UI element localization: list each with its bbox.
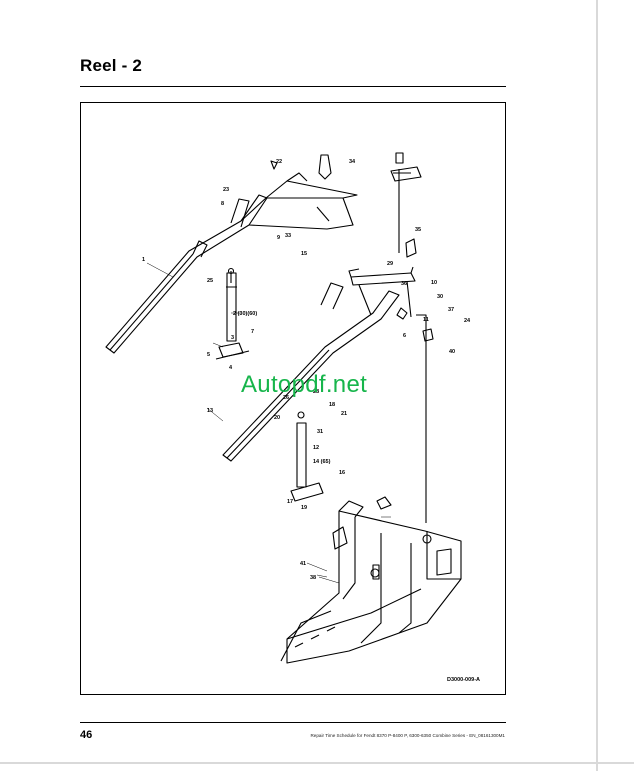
callout-label: 37 — [448, 307, 454, 313]
footer-rule — [80, 722, 506, 723]
callout-label: 33 — [285, 233, 291, 239]
callout-label: 24 — [464, 318, 471, 324]
callout-label: 8 — [221, 201, 224, 207]
callout-label: 20 — [274, 415, 280, 421]
page-edge — [596, 0, 598, 771]
callout-label: 12 — [313, 445, 319, 451]
diagram-frame: 1 2 (30)(60) 3 4 5 6 7 8 9 10 11 12 13 1… — [80, 102, 506, 695]
callout-label: 38 — [310, 575, 316, 581]
callout-label: 23 — [223, 187, 229, 193]
figure-code: D3000-009-A — [447, 677, 480, 683]
callout-label: 3 — [231, 335, 234, 341]
callout-label: 16 — [339, 470, 345, 476]
callout-label: 34 — [349, 159, 356, 165]
mounting-bracket — [390, 152, 434, 523]
upper-reel-arm — [105, 154, 358, 354]
callout-label: 19 — [301, 505, 307, 511]
page-number: 46 — [80, 729, 93, 741]
callout-label: 9 — [277, 235, 280, 241]
reel-exploded-diagram: 1 2 (30)(60) 3 4 5 6 7 8 9 10 11 12 13 1… — [105, 152, 480, 683]
callout-label: 30 — [437, 294, 443, 300]
callout-label: 29 — [387, 261, 393, 267]
callout-label: 5 — [207, 352, 210, 358]
callout-label: 36 — [401, 281, 407, 287]
header-rule — [80, 86, 506, 87]
callout-label: 18 — [329, 402, 335, 408]
callout-label: 6 — [403, 333, 406, 339]
page-title: Reel - 2 — [80, 56, 143, 75]
callout-label: 10 — [431, 280, 437, 286]
callout-label: 11 — [423, 317, 429, 323]
callout-label: 31 — [317, 429, 323, 435]
page-edge — [0, 762, 634, 764]
callout-label: 17 — [287, 499, 293, 505]
lower-lift-cylinder — [290, 411, 324, 502]
callout-label: 4 — [229, 365, 233, 371]
callout-label: 22 — [276, 159, 282, 165]
feeder-frame — [280, 496, 462, 664]
watermark: Autopdf.net — [241, 371, 368, 398]
callout-label: 41 — [300, 561, 306, 567]
callout-label: 26 — [283, 395, 289, 401]
callout-label: 15 — [301, 251, 307, 257]
lower-reel-arm — [222, 266, 416, 462]
callout-label: 1 — [142, 257, 145, 263]
callout-label: 13 — [207, 408, 213, 414]
callout-labels: 1 2 (30)(60) 3 4 5 6 7 8 9 10 11 12 13 1… — [142, 159, 471, 581]
footer-text: Repair Time Schedule for Fendt 8370 P-84… — [310, 733, 505, 738]
callout-label: 28 — [313, 389, 319, 395]
callout-label: 2 (30)(60) — [233, 311, 257, 317]
upper-lift-cylinder — [215, 267, 250, 360]
callout-label: 40 — [449, 349, 455, 355]
callout-label: 25 — [207, 278, 213, 284]
callout-label: 35 — [415, 227, 421, 233]
callout-label: 21 — [341, 411, 347, 417]
callout-label: 14 (65) — [313, 459, 331, 465]
callout-label: 7 — [251, 329, 254, 335]
